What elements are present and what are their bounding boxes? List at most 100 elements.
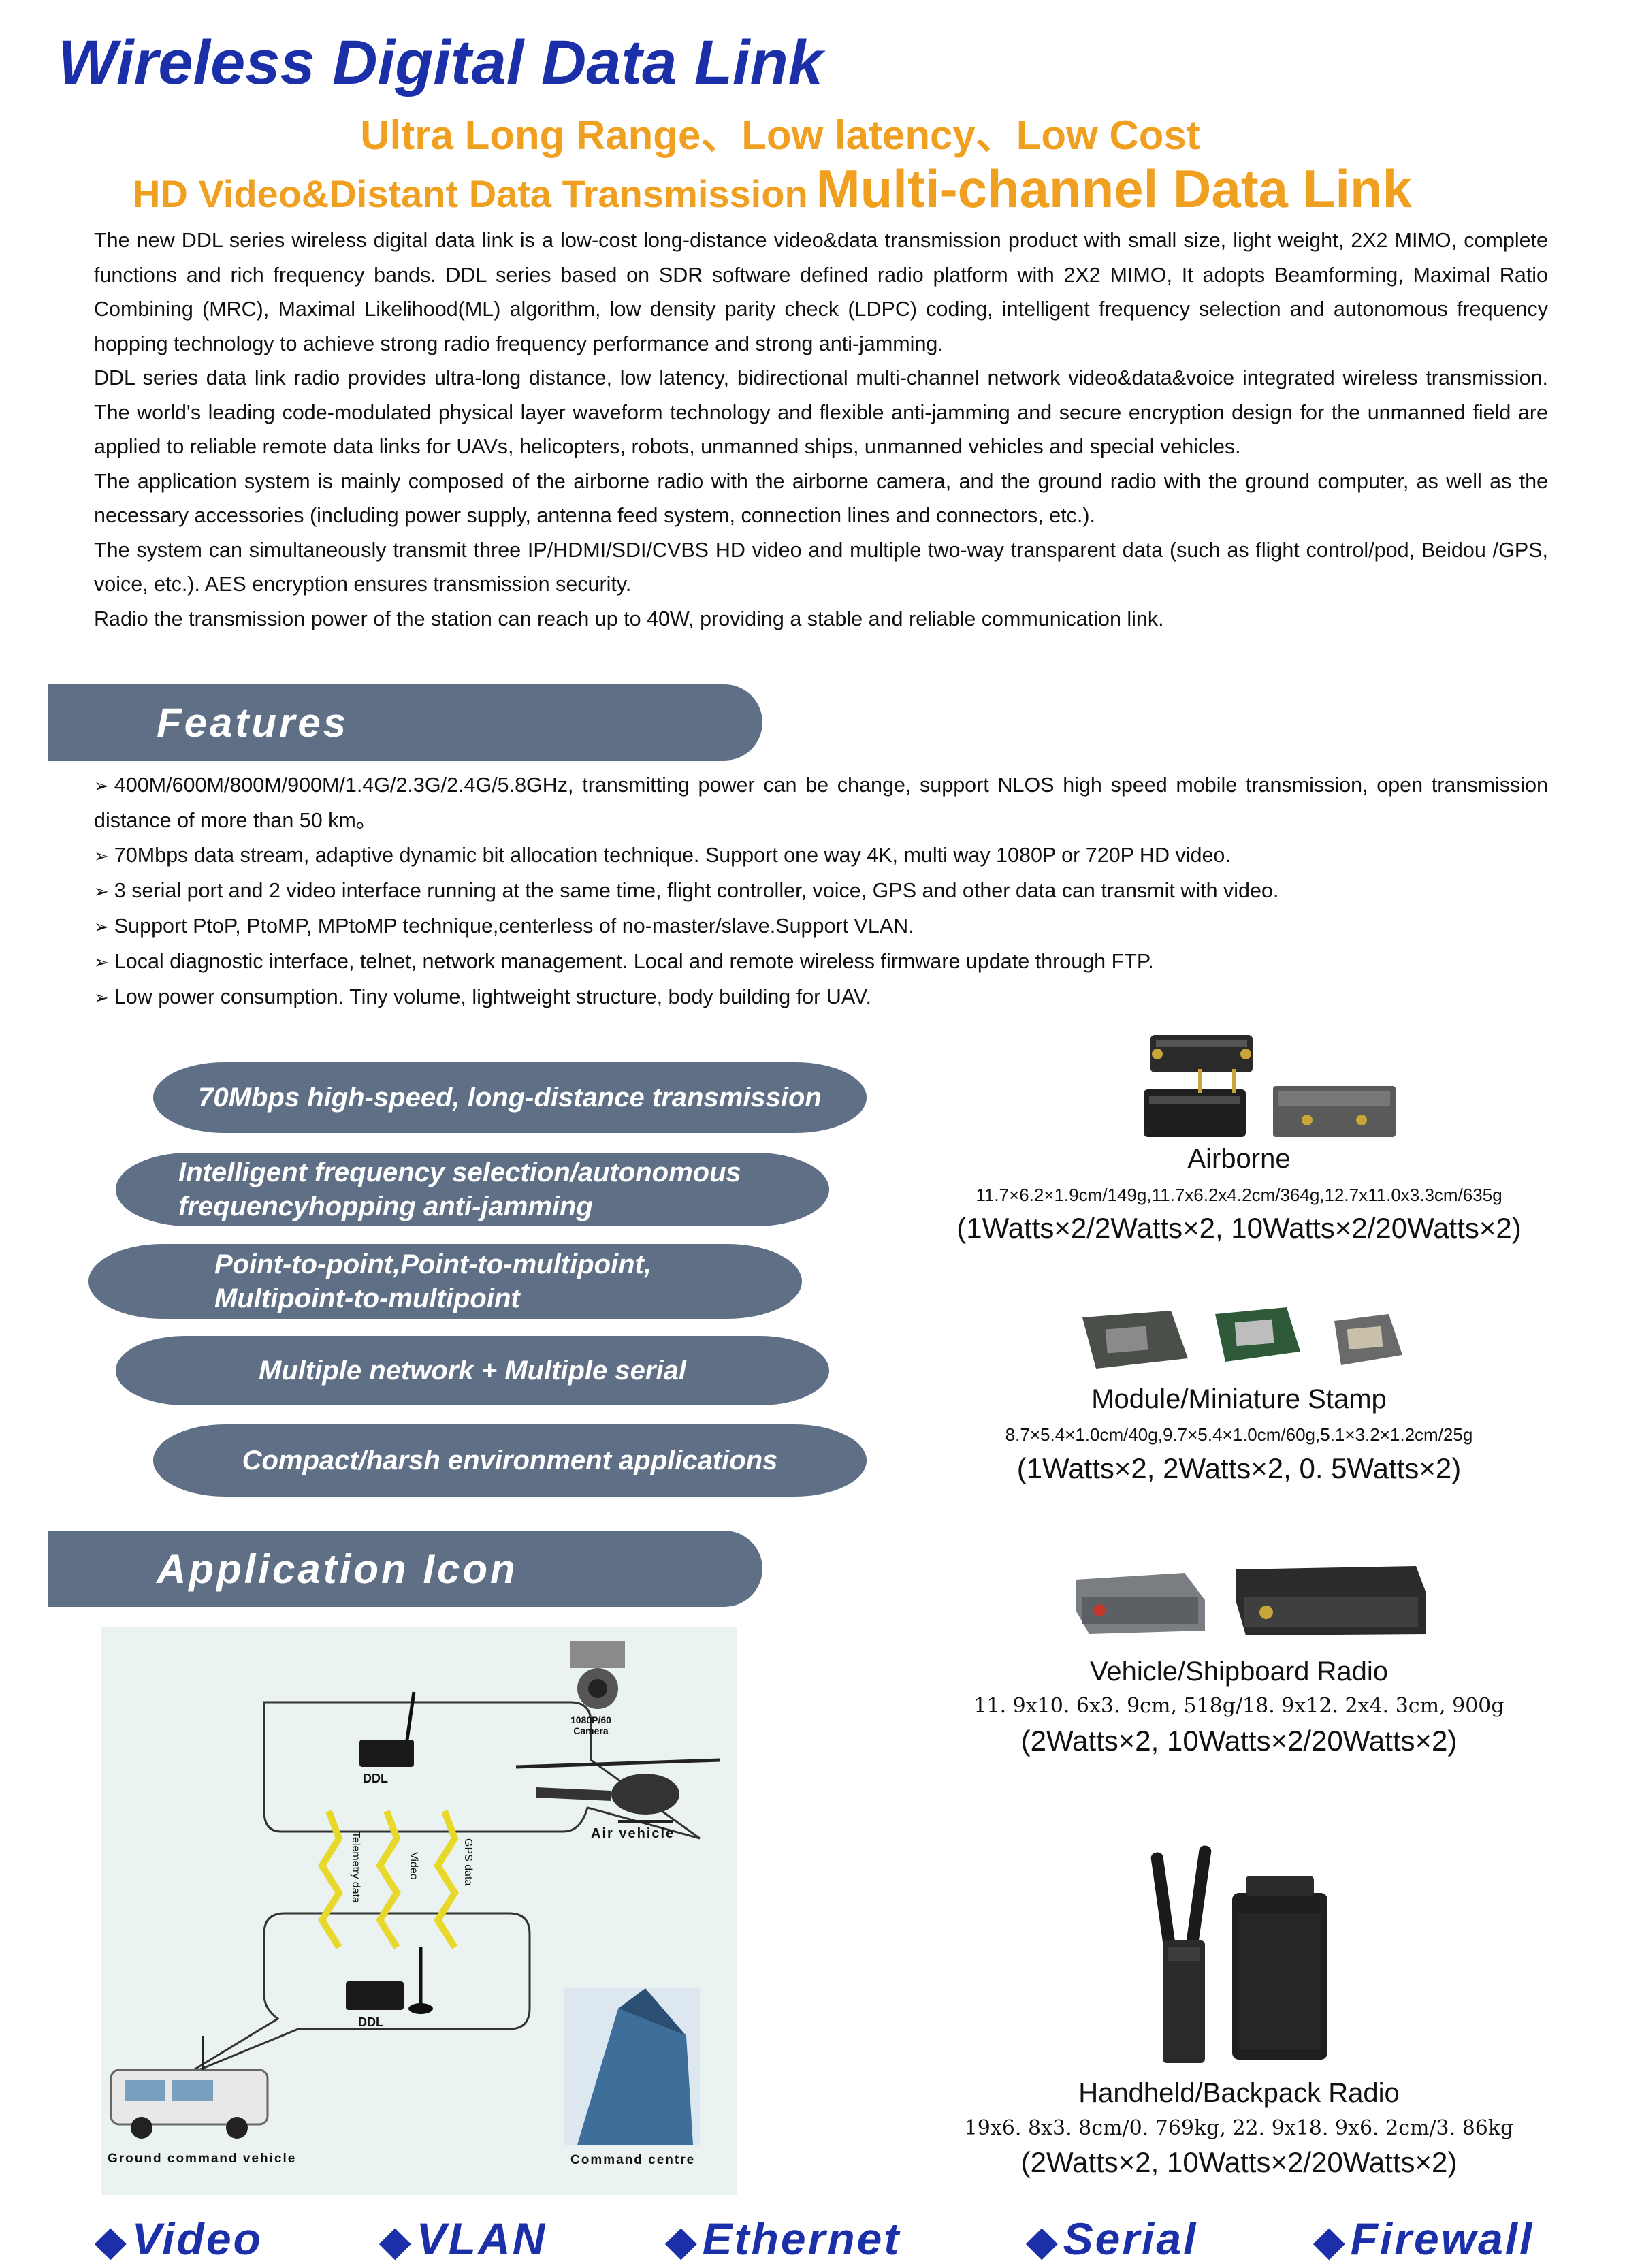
intro-paragraph: The application system is mainly compose… [94, 469, 1548, 528]
product-spec-airborne: 11.7×6.2×1.9cm/149g,11.7x6.2x4.2cm/364g,… [976, 1185, 1502, 1205]
highlight-pill-transmission: 70Mbps high-speed, long-distance transmi… [153, 1062, 867, 1133]
ground-ddl-icon [346, 1947, 433, 2014]
air-bubble [263, 1701, 701, 1840]
video-label: Video [408, 1852, 419, 1880]
camera-icon [570, 1641, 625, 1709]
highlight-pill-environment: Compact/harsh environment applications [153, 1424, 867, 1497]
feature-item: ➢3 serial port and 2 video interface run… [94, 874, 1548, 909]
product-name-handheld: Handheld/Backpack Radio [1078, 2078, 1400, 2108]
subtitle-secondary-a: HD Video&Distant Data Transmission [133, 172, 808, 215]
diamond-icon: ◆ [380, 2219, 413, 2263]
link-beams [318, 1810, 459, 1949]
air-ddl-label: DDL [363, 1772, 388, 1785]
feature-text: Support PtoP, PtoMP, MPtoMP technique,ce… [114, 914, 914, 938]
highlight-text: Point-to-point,Point-to-multipoint, [214, 1249, 651, 1279]
ground-vehicle-icon [110, 2036, 269, 2139]
command-centre-label: Command centre [570, 2153, 696, 2167]
highlight-pill-anti-jamming: Intelligent frequency selection/autonomo… [116, 1153, 829, 1226]
product-power-module: (1Watts×2, 2Watts×2, 0. 5Watts×2) [1016, 1452, 1462, 1484]
intro-paragraph: Radio the transmission power of the stat… [94, 607, 1164, 630]
product-name-vehicle: Vehicle/Shipboard Radio [1089, 1657, 1389, 1687]
diamond-icon: ◆ [1027, 2219, 1059, 2263]
telemetry-label: Telemetry data [350, 1832, 361, 1903]
keyword-ethernet: ◆Ethernet [666, 2213, 901, 2265]
airborne-radio-medium [1144, 1069, 1246, 1137]
keyword-video: ◆Video [95, 2213, 263, 2265]
highlight-text: Compact/harsh environment applications [242, 1446, 778, 1475]
vehicle-radio-image [1076, 1566, 1426, 1635]
feature-item: ➢Support PtoP, PtoMP, MPtoMP technique,c… [94, 909, 1548, 944]
subtitle-secondary-b: Multi-channel Data Link [816, 159, 1413, 219]
product-spec-module: 8.7×5.4×1.0cm/40g,9.7×5.4×1.0cm/60g,5.1×… [1005, 1424, 1473, 1445]
arrow-bullet-icon: ➢ [94, 952, 109, 972]
keyword-text: Video [131, 2214, 263, 2264]
diagram-drawing [110, 1641, 721, 2145]
highlight-pill-topology: Point-to-point,Point-to-multipoint, Multi… [88, 1244, 802, 1319]
vehicle-radio-small [1076, 1573, 1205, 1634]
keyword-strip: ◆Video ◆VLAN ◆Ethernet ◆Serial ◆Firewall [0, 2213, 1642, 2264]
module-board-large [1082, 1311, 1188, 1369]
application-heading-bar: Application Icon [48, 1531, 762, 1607]
camera-label-line: Camera [573, 1725, 609, 1736]
feature-text: 3 serial port and 2 video interface runn… [114, 879, 1279, 902]
arrow-bullet-icon: ➢ [94, 987, 109, 1008]
product-name-module: Module/Miniature Stamp [1091, 1384, 1387, 1414]
ground-ddl-label: DDL [358, 2015, 383, 2029]
helicopter-icon [515, 1758, 721, 1823]
feature-item: ➢400M/600M/800M/900M/1.4G/2.3G/2.4G/5.8G… [94, 768, 1548, 838]
handheld-radio [1150, 1845, 1212, 2063]
feature-text: 400M/600M/800M/900M/1.4G/2.3G/2.4G/5.8GH… [94, 773, 1548, 832]
backpack-radio [1232, 1876, 1327, 2060]
highlight-pill-interfaces: Multiple network + Multiple serial [116, 1336, 829, 1405]
handheld-radio-image [1150, 1845, 1327, 2063]
keyword-vlan: ◆VLAN [380, 2213, 547, 2265]
vehicle-radio-large [1236, 1566, 1426, 1635]
product-power-handheld: (2Watts×2, 10Watts×2/20Watts×2) [1020, 2146, 1458, 2178]
highlight-text: Multiple network + Multiple serial [259, 1356, 686, 1386]
airborne-radio-large [1273, 1086, 1396, 1137]
arrow-bullet-icon: ➢ [94, 846, 109, 866]
subtitle-primary: Ultra Long Range、Low latency、Low Cost [360, 112, 1200, 158]
feature-text: Low power consumption. Tiny volume, ligh… [114, 985, 871, 1008]
module-board-image [1082, 1307, 1402, 1369]
camera-label: 1080P/60 Camera [570, 1714, 611, 1736]
feature-item: ➢Low power consumption. Tiny volume, lig… [94, 980, 1548, 1015]
feature-item: ➢Local diagnostic interface, telnet, net… [94, 944, 1548, 980]
keyword-serial: ◆Serial [1027, 2213, 1197, 2265]
arrow-bullet-icon: ➢ [94, 881, 109, 901]
camera-label-line: 1080P/60 [570, 1714, 611, 1725]
product-spec-vehicle: 11. 9x10. 6x3. 9cm, 518g/18. 9x12. 2x4. … [973, 1694, 1504, 1718]
intro-paragraph: The system can simultaneously transmit t… [94, 538, 1548, 596]
product-power-airborne: (1Watts×2/2Watts×2, 10Watts×2/20Watts×2) [956, 1212, 1522, 1244]
airborne-radio-small [1150, 1035, 1253, 1072]
keyword-text: Serial [1063, 2214, 1198, 2264]
highlight-text: frequencyhopping anti-jamming [178, 1192, 593, 1221]
features-heading: Features [157, 700, 349, 746]
product-name-airborne: Airborne [1187, 1144, 1291, 1174]
module-board-medium [1215, 1307, 1300, 1362]
gps-label: GPS data [462, 1838, 474, 1886]
intro-paragraph: The new DDL series wireless digital data… [94, 229, 1548, 355]
feature-text: 70Mbps data stream, adaptive dynamic bit… [114, 844, 1231, 867]
diamond-icon: ◆ [95, 2219, 128, 2263]
features-list: ➢ 400M/600M/800M/900M/1.4G/2.3G/2.4G/5.8G… [94, 768, 1548, 1015]
application-heading: Application Icon [157, 1546, 518, 1592]
ground-bubble [182, 1912, 531, 2078]
keyword-text: Ethernet [702, 2214, 901, 2264]
keyword-text: Firewall [1350, 2214, 1534, 2264]
features-heading-bar: Features [48, 684, 762, 761]
keyword-text: VLAN [416, 2214, 547, 2264]
product-power-vehicle: (2Watts×2, 10Watts×2/20Watts×2) [1020, 1725, 1458, 1757]
airborne-radio-image [1144, 1035, 1396, 1137]
application-diagram: DDL 1080P/60 Camera Air vehicle Telemetr… [101, 1627, 737, 2195]
ground-vehicle-label: Ground command vehicle [108, 2152, 297, 2166]
air-vehicle-label: Air vehicle [591, 1826, 675, 1841]
intro-text: The new DDL series wireless digital data… [94, 223, 1548, 636]
page-title: Wireless Digital Data Link [58, 28, 823, 97]
highlight-text: 70Mbps high-speed, long-distance transmi… [198, 1083, 822, 1113]
product-spec-handheld: 19x6. 8x3. 8cm/0. 769kg, 22. 9x18. 9x6. … [964, 2116, 1514, 2140]
highlight-text: Multipoint-to-multipoint [214, 1283, 520, 1313]
module-stamp-small [1334, 1314, 1402, 1365]
highlight-text: Intelligent frequency selection/autonomo… [178, 1157, 741, 1187]
intro-paragraph: DDL series data link radio provides ultr… [94, 366, 1548, 458]
